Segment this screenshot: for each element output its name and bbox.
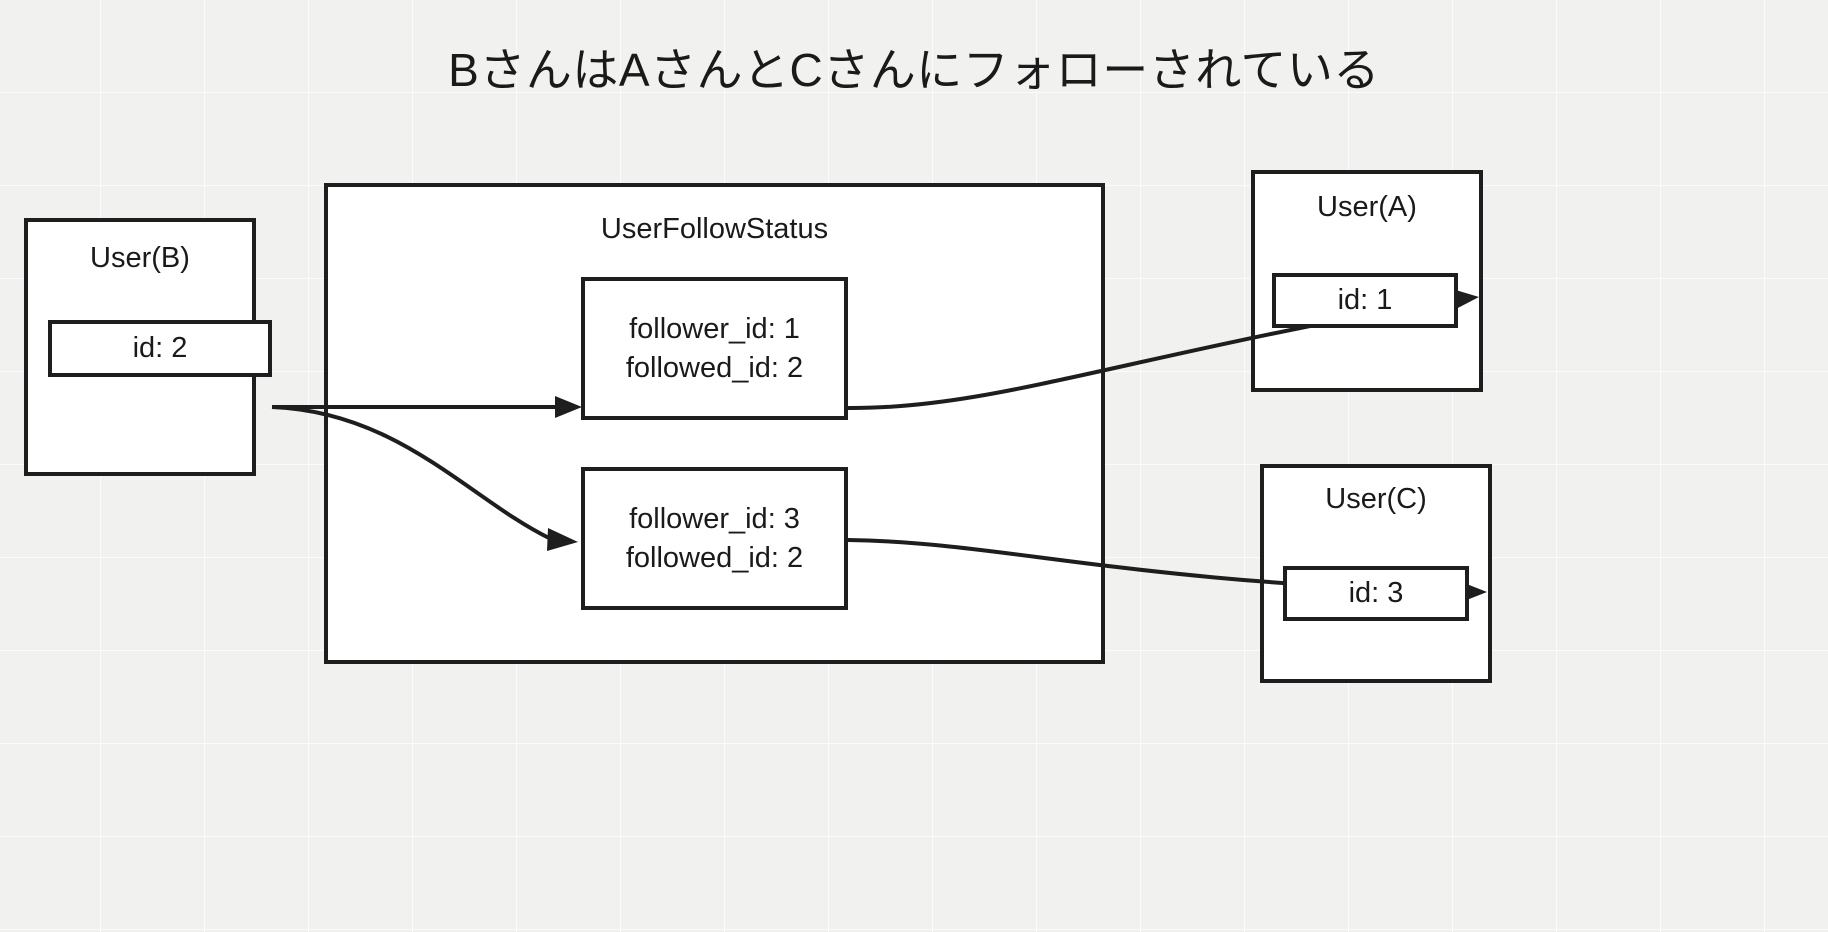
diagram-title: BさんはAさんとCさんにフォローされている	[448, 44, 1380, 96]
entity-user-b-title: User(B)	[90, 242, 190, 274]
entity-user-follow-status-title: UserFollowStatus	[600, 213, 829, 245]
entity-user-c-id-field[interactable]: id: 3	[1283, 566, 1469, 621]
entity-user-a-id-field[interactable]: id: 1	[1272, 273, 1458, 328]
follow-record-2-followed: followed_id: 2	[625, 541, 804, 574]
follow-record-2[interactable]: follower_id: 3 followed_id: 2	[581, 467, 848, 610]
entity-user-a-title: User(A)	[1317, 191, 1417, 223]
follow-record-2-follower: follower_id: 3	[629, 502, 800, 535]
follow-record-1[interactable]: follower_id: 1 followed_id: 2	[581, 277, 848, 420]
follow-record-1-followed: followed_id: 2	[625, 351, 804, 384]
entity-user-c-title: User(C)	[1325, 483, 1427, 515]
follow-record-1-follower: follower_id: 1	[629, 312, 800, 345]
entity-user-b-id-field[interactable]: id: 2	[48, 320, 272, 377]
